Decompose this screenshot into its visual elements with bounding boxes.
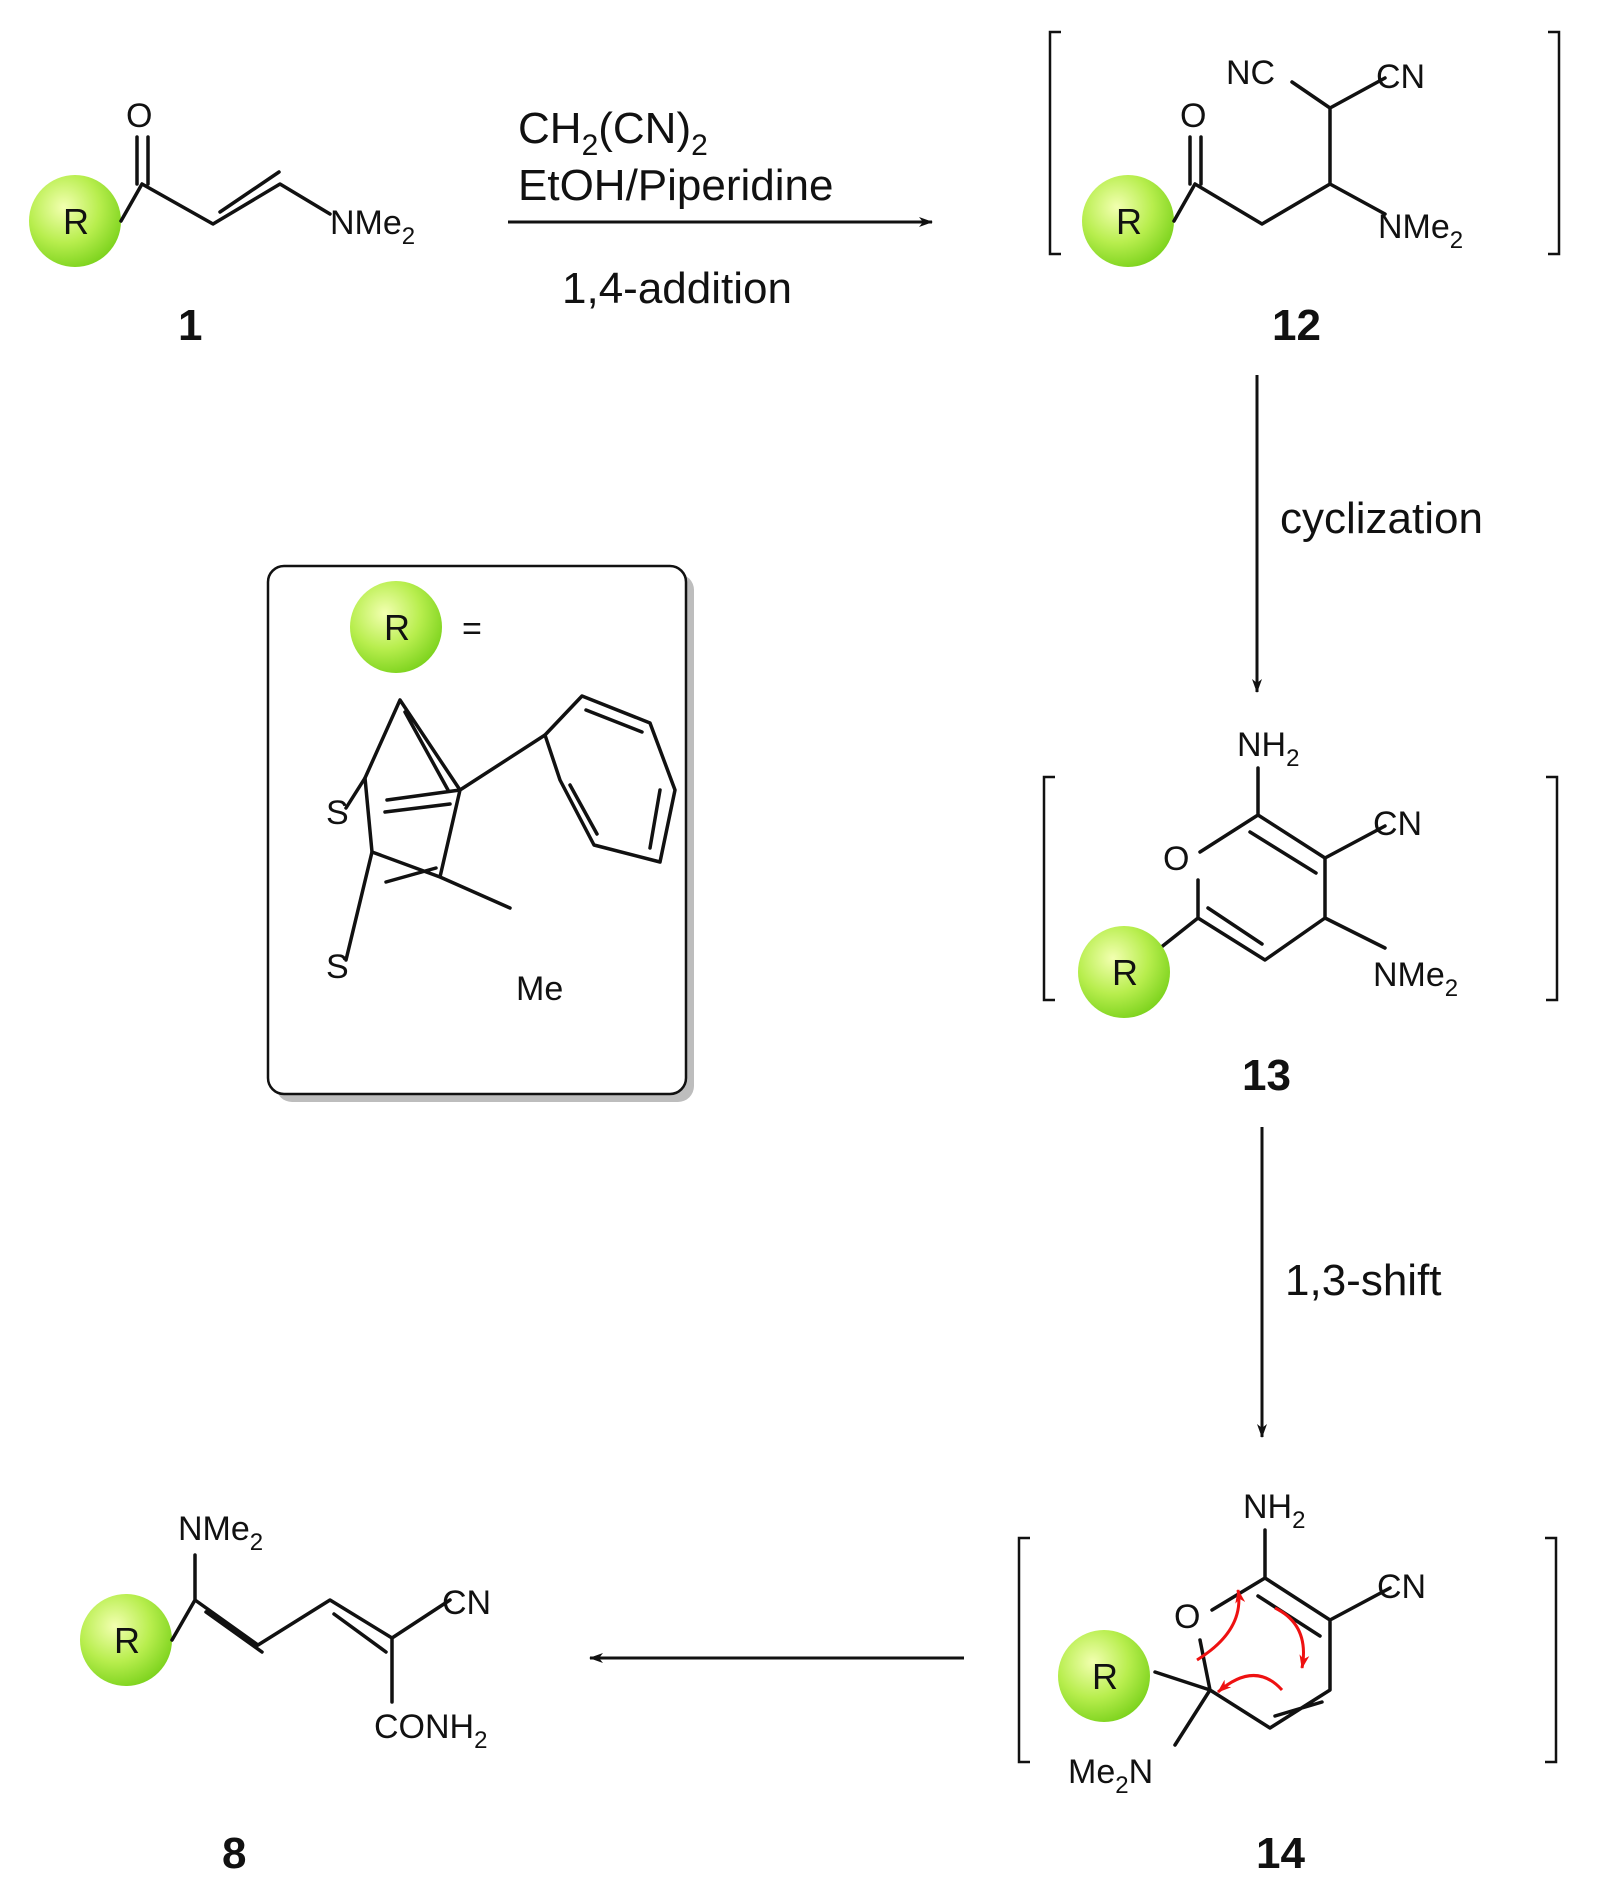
electron-arrows: [1196, 1589, 1310, 1694]
r-label-13: R: [1112, 952, 1138, 993]
nme2-1: NMe2: [330, 204, 415, 250]
step-label-1: 1,4-addition: [562, 264, 792, 313]
step-label-3: 1,3-shift: [1285, 1256, 1442, 1305]
compound-8: NMe2 R CN CONH2 8: [80, 1510, 491, 1878]
compound-number-8: 8: [222, 1829, 246, 1878]
compound-1: R O NMe2 1: [29, 97, 415, 350]
cn-12: CN: [1376, 58, 1425, 96]
nh2-13: NH2: [1237, 726, 1299, 772]
oxygen-12: O: [1180, 97, 1206, 135]
r-group-1: [29, 175, 121, 267]
methyl-label: Me: [516, 970, 563, 1008]
step-label-2: cyclization: [1280, 494, 1483, 543]
sulfur-bottom: S: [326, 948, 349, 986]
nc-12: NC: [1226, 54, 1275, 92]
compound-13: NH2 O CN NMe2 R 13: [1042, 726, 1559, 1100]
arrow-step-3: 1,3-shift: [1257, 1127, 1442, 1438]
cn-8: CN: [442, 1584, 491, 1622]
r-label-1: R: [63, 201, 89, 242]
compound-number-12: 12: [1272, 301, 1321, 350]
r-group-13: [1078, 926, 1170, 1018]
r-label-box: R: [384, 607, 410, 648]
nme2-8: NMe2: [178, 1510, 263, 1556]
arrow-step-1: CH2(CN)2 EtOH/Piperidine 1,4-addition: [508, 104, 933, 313]
sulfur-top: S: [326, 794, 349, 832]
oxygen-1: O: [126, 97, 152, 135]
reagent-solvent: EtOH/Piperidine: [518, 161, 833, 210]
reagent-malononitrile: CH2(CN)2: [518, 104, 708, 162]
arrow-step-2: cyclization: [1252, 375, 1483, 693]
cn-14: CN: [1377, 1568, 1426, 1606]
r-group-box: [350, 581, 442, 673]
compound-number-1: 1: [178, 301, 202, 350]
r-label-14: R: [1092, 1656, 1118, 1697]
me2n-14: Me2N: [1068, 1753, 1153, 1799]
r-definition-box: R = S S Me: [266, 564, 694, 1102]
conh2-8: CONH2: [374, 1708, 487, 1754]
nme2-12: NMe2: [1378, 208, 1463, 254]
nme2-13: NMe2: [1373, 956, 1458, 1002]
compound-14: NH2 O CN R Me2N 14: [1017, 1488, 1558, 1878]
r-group-8: [80, 1594, 172, 1686]
compound-number-13: 13: [1242, 1051, 1291, 1100]
compound-12: R O NC CN NMe2 12: [1048, 30, 1561, 350]
oxygen-14: O: [1174, 1598, 1200, 1636]
r-group-14: [1058, 1630, 1150, 1722]
r-group-12: [1082, 175, 1174, 267]
r-label-8: R: [114, 1620, 140, 1661]
cn-13: CN: [1373, 805, 1422, 843]
r-label-12: R: [1116, 201, 1142, 242]
compound-number-14: 14: [1256, 1829, 1305, 1878]
nh2-14: NH2: [1243, 1488, 1305, 1534]
oxygen-13: O: [1163, 840, 1189, 878]
equals-sign: =: [462, 610, 482, 648]
